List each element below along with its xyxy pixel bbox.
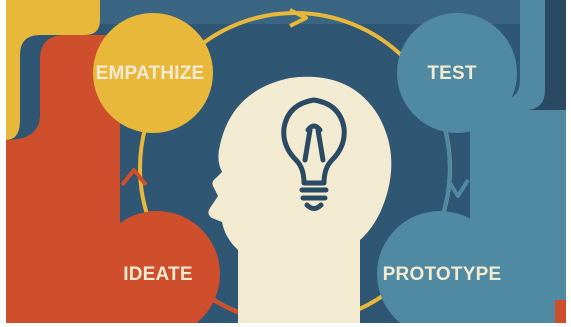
empathize-circle — [93, 13, 213, 133]
navy-side-shape — [525, 0, 566, 110]
test-label: TEST — [427, 63, 477, 84]
orange-side-shape — [6, 35, 120, 323]
empathize-label: EMPATHIZE — [96, 63, 205, 84]
arrow-head-right — [446, 178, 470, 198]
arrow-head-left — [120, 168, 148, 187]
bottom-right-orange — [555, 300, 566, 323]
prototype-circle — [377, 211, 503, 323]
arrow-head-top — [289, 8, 308, 28]
ideate-label: IDEATE — [123, 264, 192, 285]
lightbulb-icon — [281, 97, 347, 211]
test-circle — [397, 13, 517, 133]
prototype-label: PROTOTYPE — [383, 264, 502, 285]
ideate-circle — [94, 211, 220, 323]
